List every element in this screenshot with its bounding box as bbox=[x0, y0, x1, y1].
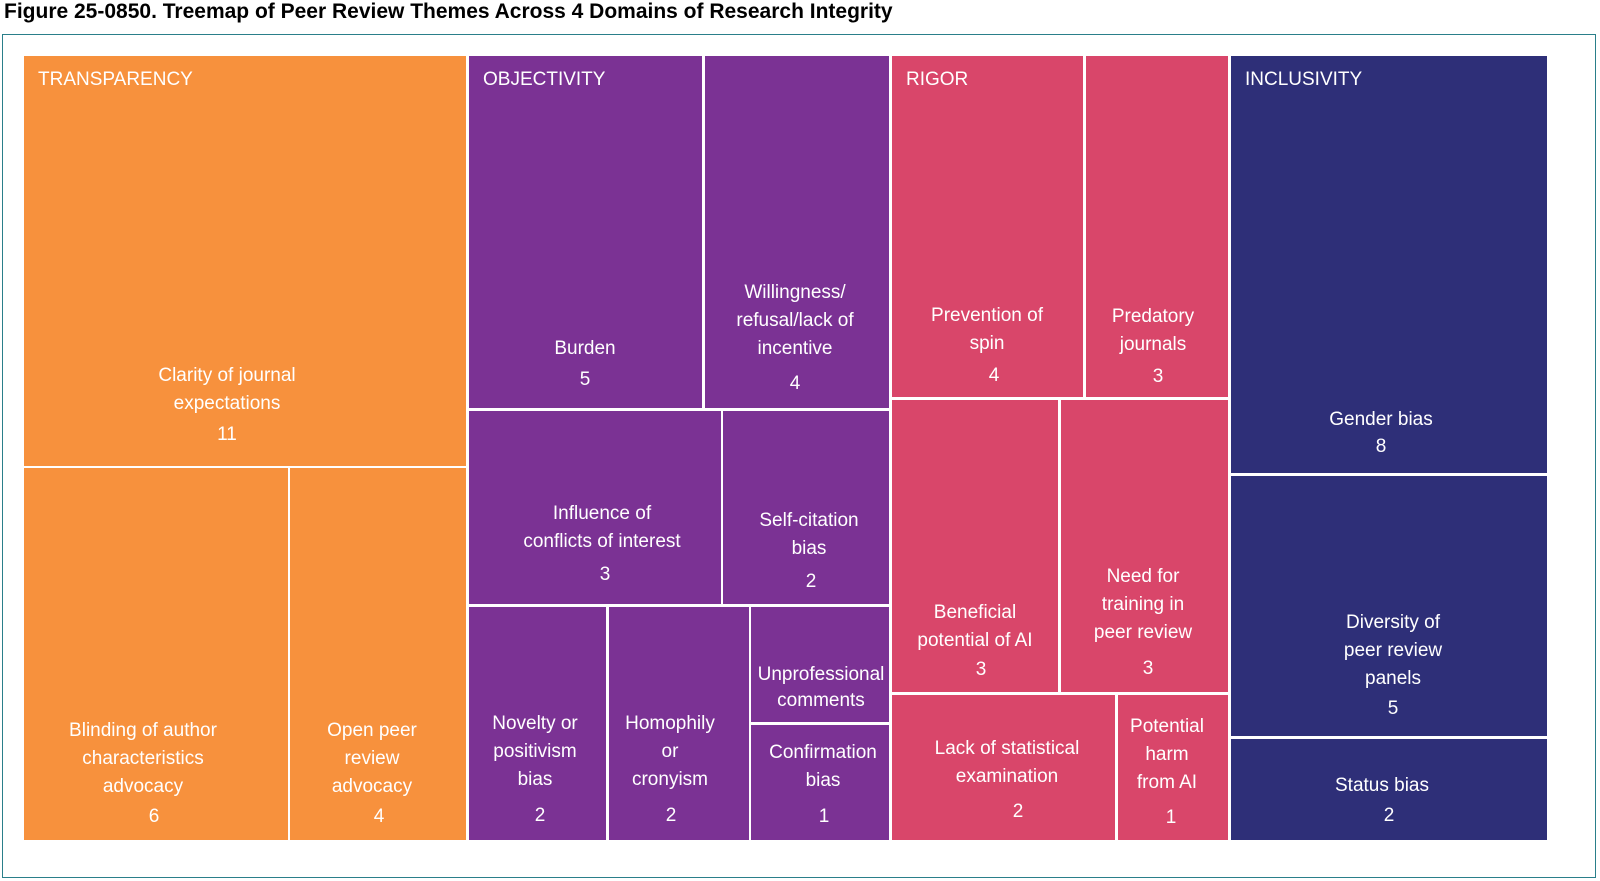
cell-value: 4 bbox=[374, 806, 385, 827]
cell-value: 6 bbox=[149, 806, 160, 827]
cell-label: peer review bbox=[1094, 622, 1192, 643]
cell-value: 4 bbox=[790, 373, 801, 394]
treemap-cell bbox=[24, 56, 466, 466]
cell-label: Clarity of journal bbox=[158, 365, 295, 386]
group-label: OBJECTIVITY bbox=[483, 69, 606, 90]
cell-value: 11 bbox=[217, 424, 237, 445]
cell-label: journals bbox=[1119, 334, 1187, 355]
group-transparency: Clarity of journal expectations 11Blinding… bbox=[24, 56, 466, 840]
cell-label: Predatory bbox=[1112, 306, 1195, 327]
cell-label: advocacy bbox=[103, 776, 184, 797]
group-rigor: Prevention ofspin4Predatoryjournals3Bene… bbox=[892, 56, 1228, 840]
cell-label: Burden bbox=[554, 338, 615, 359]
cell-value: 2 bbox=[806, 571, 817, 592]
cell-value: 2 bbox=[666, 805, 677, 826]
cell-label: positivism bbox=[493, 741, 576, 762]
group-objectivity: Burden 5 Willingness/refusal/lack of incent… bbox=[469, 56, 889, 840]
cell-label: Unprofessional bbox=[758, 664, 885, 685]
cell-value: 1 bbox=[819, 806, 830, 827]
cell-label: Willingness/ bbox=[744, 282, 846, 303]
treemap-cell bbox=[892, 56, 1083, 397]
cell-value: 3 bbox=[600, 564, 611, 585]
treemap-cell bbox=[892, 695, 1115, 840]
cell-label: Homophily bbox=[625, 713, 715, 734]
cell-label: harm bbox=[1145, 744, 1188, 765]
treemap-cell bbox=[723, 411, 889, 604]
cell-label: from AI bbox=[1137, 772, 1197, 793]
cell-label: Self-citation bbox=[759, 510, 858, 531]
cell-value: 5 bbox=[580, 369, 591, 390]
figure-title: Figure 25-0850. Treemap of Peer Review T… bbox=[4, 0, 893, 23]
treemap-cell bbox=[290, 468, 466, 840]
cell-label: Need for bbox=[1107, 566, 1181, 587]
cell-value: 4 bbox=[989, 365, 1000, 386]
treemap-cell bbox=[751, 607, 889, 722]
treemap-cell bbox=[469, 607, 606, 840]
cell-value: 3 bbox=[1153, 366, 1164, 387]
cell-label: panels bbox=[1365, 668, 1421, 689]
cell-value: 8 bbox=[1376, 436, 1387, 457]
cell-label: Lack of statistical bbox=[935, 738, 1080, 759]
chart-frame bbox=[2, 34, 1596, 878]
treemap-cell bbox=[609, 607, 749, 840]
group-label: TRANSPARENCY bbox=[38, 69, 193, 90]
treemap-cell bbox=[1118, 695, 1228, 840]
cell-label: Novelty or bbox=[492, 713, 578, 734]
cell-value: 5 bbox=[1388, 698, 1399, 719]
cell-label: conflicts of interest bbox=[523, 531, 681, 552]
cell-value: 2 bbox=[1013, 801, 1024, 822]
cell-label: advocacy bbox=[332, 776, 413, 797]
treemap-cell bbox=[1231, 476, 1547, 736]
cell-label: Diversity of bbox=[1346, 612, 1441, 633]
cell-label: Beneficial bbox=[934, 602, 1016, 623]
cell-label: cronyism bbox=[632, 769, 708, 790]
treemap-cell bbox=[751, 725, 889, 840]
cell-value: 2 bbox=[535, 805, 546, 826]
cell-label: bias bbox=[518, 769, 553, 790]
cell-label: peer review bbox=[1344, 640, 1442, 661]
cell-label: comments bbox=[777, 690, 865, 711]
cell-label: training in bbox=[1102, 594, 1184, 615]
cell-value: 3 bbox=[976, 659, 987, 680]
treemap-cell bbox=[705, 56, 889, 408]
group-label: RIGOR bbox=[906, 69, 968, 90]
treemap-cell bbox=[892, 400, 1058, 692]
cell-label: bias bbox=[806, 770, 841, 791]
cell-label: Status bias bbox=[1335, 775, 1429, 796]
cell-label: review bbox=[345, 748, 400, 769]
cell-label: Confirmation bbox=[769, 742, 877, 763]
cell-label: potential of AI bbox=[917, 630, 1032, 651]
group-label: INCLUSIVITY bbox=[1245, 69, 1363, 90]
cell-label: characteristics bbox=[82, 748, 203, 769]
cell-label: incentive bbox=[758, 338, 833, 359]
cell-label: Blinding of author bbox=[69, 720, 218, 741]
cell-value: 3 bbox=[1143, 658, 1154, 679]
treemap-cell bbox=[1086, 56, 1228, 397]
cell-label: Gender bias bbox=[1329, 409, 1433, 430]
cell-label: refusal/lack of bbox=[736, 310, 854, 331]
cell-label: Prevention of bbox=[931, 305, 1044, 326]
cell-label: expectations bbox=[174, 393, 281, 414]
treemap-cell bbox=[469, 411, 721, 604]
cell-label: spin bbox=[970, 333, 1005, 354]
cell-label: examination bbox=[956, 766, 1058, 787]
cell-value: 1 bbox=[1166, 807, 1177, 828]
treemap-cell bbox=[1231, 56, 1547, 473]
cell-label: bias bbox=[792, 538, 827, 559]
cell-label: Influence of bbox=[553, 503, 652, 524]
cell-label: Potential bbox=[1130, 716, 1204, 737]
treemap-cell bbox=[1061, 400, 1228, 692]
treemap-cell bbox=[469, 56, 702, 408]
treemap-cell bbox=[24, 468, 288, 840]
cell-label: Open peer bbox=[327, 720, 417, 741]
cell-value: 2 bbox=[1384, 805, 1395, 826]
treemap-cell bbox=[1231, 739, 1547, 840]
cell-label: or bbox=[662, 741, 680, 762]
